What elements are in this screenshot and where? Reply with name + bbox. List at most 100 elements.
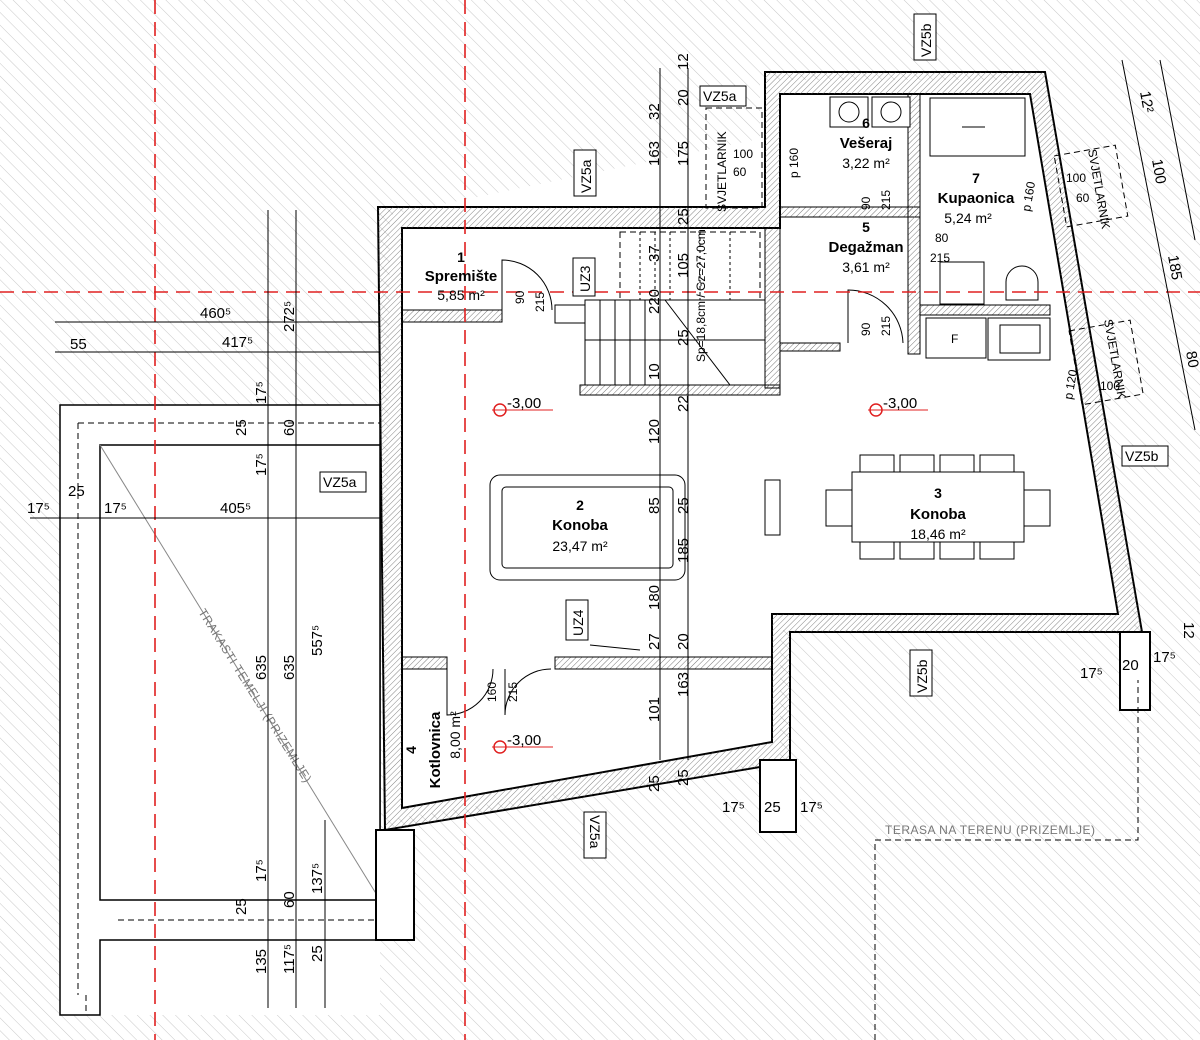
interior-walls — [401, 93, 1051, 670]
svg-text:135: 135 — [253, 949, 270, 974]
svg-text:220: 220 — [646, 289, 663, 314]
room-name: Spremište — [425, 268, 498, 285]
svg-text:100: 100 — [733, 147, 753, 161]
outer-walls — [375, 71, 1151, 941]
section-tags: VZ5a VZ5a VZ5a VZ5a VZ5b VZ5b VZ5b UZ3 U… — [319, 13, 1169, 859]
svg-text:12: 12 — [1180, 622, 1197, 639]
room-number: 6 — [862, 115, 870, 131]
fixture-label: F — [951, 332, 958, 346]
svg-text:80: 80 — [935, 231, 949, 245]
room-name: Konoba — [910, 506, 966, 523]
room-number: 7 — [972, 170, 980, 186]
svg-text:25: 25 — [675, 769, 692, 786]
svg-text:25: 25 — [309, 945, 326, 962]
svg-text:60: 60 — [1076, 191, 1090, 205]
svg-text:25: 25 — [233, 898, 250, 915]
section-tag: UZ4 — [570, 609, 586, 636]
svg-text:105: 105 — [675, 253, 692, 278]
svg-text:100: 100 — [1148, 158, 1169, 186]
svg-text:25: 25 — [233, 419, 250, 436]
room-number: 3 — [934, 485, 942, 501]
svg-text:12²: 12² — [1136, 90, 1157, 114]
room-area: 23,47 m² — [552, 538, 608, 554]
svg-text:22: 22 — [675, 395, 692, 412]
dining-table — [851, 471, 1025, 543]
level-marker: -3,00 — [507, 395, 541, 412]
section-tag: VZ5a — [587, 815, 603, 849]
svg-text:185: 185 — [675, 538, 692, 563]
svg-text:117⁵: 117⁵ — [281, 944, 298, 974]
svg-text:90: 90 — [859, 322, 873, 336]
section-tag: VZ5b — [914, 659, 930, 693]
room-number: 2 — [576, 497, 584, 513]
foundation-strip — [59, 404, 381, 1016]
room-name: Konoba — [552, 517, 608, 534]
room-number: 1 — [457, 249, 465, 265]
skylight-label-1: SVJETLARNIK — [715, 131, 729, 212]
room-name: Kotlovnica — [427, 711, 444, 788]
svg-text:215: 215 — [879, 316, 893, 336]
svg-text:215: 215 — [930, 251, 950, 265]
svg-text:100: 100 — [1100, 379, 1120, 393]
room-name: Kupaonica — [938, 190, 1015, 207]
svg-text:60: 60 — [281, 419, 298, 436]
svg-text:10: 10 — [646, 363, 663, 380]
section-tag: VZ5a — [323, 474, 357, 490]
svg-text:p 160: p 160 — [1019, 180, 1038, 212]
svg-text:17⁵: 17⁵ — [722, 799, 745, 816]
svg-text:175: 175 — [675, 141, 692, 166]
svg-text:635: 635 — [281, 655, 298, 680]
svg-text:32: 32 — [646, 103, 663, 120]
svg-text:635: 635 — [253, 655, 270, 680]
svg-text:120: 120 — [646, 419, 663, 444]
svg-text:90: 90 — [859, 196, 873, 210]
svg-text:25: 25 — [646, 775, 663, 792]
svg-text:85: 85 — [646, 497, 663, 514]
svg-text:272⁵: 272⁵ — [281, 301, 298, 332]
svg-text:163: 163 — [646, 141, 663, 166]
svg-text:20: 20 — [675, 633, 692, 650]
svg-text:215: 215 — [506, 682, 520, 702]
svg-text:90: 90 — [513, 290, 527, 304]
stair-note: Sp=18,8cm / Gz=27,0cm — [694, 229, 708, 362]
room-name: Vešeraj — [840, 135, 893, 152]
room-area: 5,24 m² — [944, 210, 992, 226]
svg-text:80: 80 — [1182, 350, 1200, 369]
svg-text:215: 215 — [533, 292, 547, 312]
svg-text:17⁵: 17⁵ — [253, 381, 270, 404]
svg-text:405⁵: 405⁵ — [220, 500, 251, 517]
svg-text:101: 101 — [646, 697, 663, 722]
dimension-texts: 12 20 32 163 175 25 37 105 220 25 10 22 … — [27, 53, 1200, 974]
svg-text:25: 25 — [68, 483, 85, 500]
section-tag: VZ5b — [1125, 448, 1159, 464]
svg-text:100: 100 — [1066, 171, 1086, 185]
svg-text:160: 160 — [485, 682, 499, 702]
svg-text:25: 25 — [675, 329, 692, 346]
level-marker: -3,00 — [507, 732, 541, 749]
svg-text:17⁵: 17⁵ — [253, 453, 270, 476]
dimension-lines — [30, 59, 1196, 1008]
section-tag: VZ5b — [918, 23, 934, 57]
room-area: 3,61 m² — [842, 259, 890, 275]
svg-text:25: 25 — [675, 208, 692, 225]
section-tag: VZ5a — [703, 88, 737, 104]
room-name: Degažman — [828, 239, 903, 256]
terrace-note: TERASA NA TERENU (PRIZEMLJE) — [885, 823, 1095, 837]
svg-text:185: 185 — [1164, 254, 1185, 282]
level-marker: -3,00 — [883, 395, 917, 412]
svg-text:557⁵: 557⁵ — [309, 625, 326, 656]
svg-text:137⁵: 137⁵ — [309, 863, 326, 894]
svg-text:p 160: p 160 — [787, 148, 801, 178]
svg-text:20: 20 — [1122, 657, 1139, 674]
pool-table — [489, 474, 686, 581]
svg-text:55: 55 — [70, 336, 87, 353]
room-area: 8,00 m² — [447, 711, 463, 759]
svg-text:17⁵: 17⁵ — [253, 859, 270, 882]
room-number: 5 — [862, 219, 870, 235]
room-labels: 1 Spremište 5,85 m² 2 Konoba 23,47 m² 3 … — [403, 115, 1015, 788]
level-markers: -3,00 -3,00 -3,00 — [492, 395, 928, 754]
svg-text:215: 215 — [879, 190, 893, 210]
svg-text:17⁵: 17⁵ — [104, 500, 127, 517]
